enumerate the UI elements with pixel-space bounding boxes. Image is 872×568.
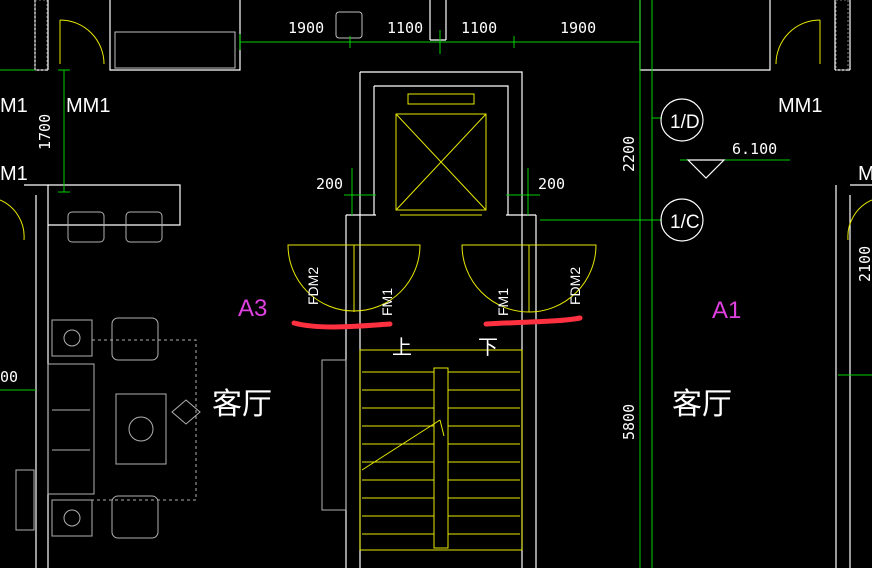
door-label-m1-edge-right: M1 <box>858 163 872 185</box>
dim-2200: 2200 <box>620 136 638 172</box>
furniture <box>15 211 347 539</box>
door-labels: MM1 MM1 M1 M1 M1 FDM2 FM1 FM1 FDM2 <box>0 95 872 316</box>
room-labels: 客厅 客厅 <box>212 388 732 421</box>
room-label-living-left: 客厅 <box>212 388 272 421</box>
door-label-fdm2-right: FDM2 <box>567 267 583 305</box>
dim-1100-right: 1100 <box>461 19 497 37</box>
door-label-fdm2-left: FDM2 <box>305 267 321 305</box>
dim-partial-left: 00 <box>0 368 18 386</box>
dim-1900-left: 1900 <box>288 19 324 37</box>
dim-5800: 5800 <box>620 404 638 440</box>
unit-label-a3: A3 <box>238 295 267 322</box>
dim-1900-right: 1900 <box>560 19 596 37</box>
axis-label-1c: 1/C <box>670 212 700 233</box>
dim-1700: 1700 <box>36 114 54 150</box>
door-swings <box>0 19 872 313</box>
red-markup <box>291 315 583 330</box>
dim-1100-left: 1100 <box>387 19 423 37</box>
unit-label-a1: A1 <box>712 297 741 324</box>
elevation-marker <box>686 159 726 179</box>
elevation-6100: 6.100 <box>732 140 777 158</box>
stair-label-up: 上 <box>392 336 412 359</box>
door-label-fm1-right: FM1 <box>495 288 511 316</box>
door-label-mm1-right: MM1 <box>778 95 822 117</box>
elevator <box>395 93 487 216</box>
door-label-mm1-left: MM1 <box>66 95 110 117</box>
dim-200-left: 200 <box>316 175 343 193</box>
door-label-fm1-left: FM1 <box>379 288 395 316</box>
door-label-m1-edge-top: M1 <box>0 95 28 117</box>
stair-label-down: 下 <box>478 337 498 359</box>
dim-2100-partial: 2100 <box>856 246 872 282</box>
dimension-labels: 1900 1100 1100 1900 1700 200 200 2200 58… <box>0 19 872 440</box>
unit-labels: A3 A1 <box>238 295 741 324</box>
staircase <box>359 349 523 551</box>
axis-bubbles <box>660 98 704 242</box>
dim-200-right: 200 <box>538 175 565 193</box>
door-label-m1-edge-left: M1 <box>0 163 28 185</box>
stair-labels: 上 下 <box>392 336 498 359</box>
axis-labels: 1/D 1/C <box>670 112 700 233</box>
axis-label-1d: 1/D <box>670 112 700 133</box>
room-label-living-right: 客厅 <box>672 388 732 421</box>
